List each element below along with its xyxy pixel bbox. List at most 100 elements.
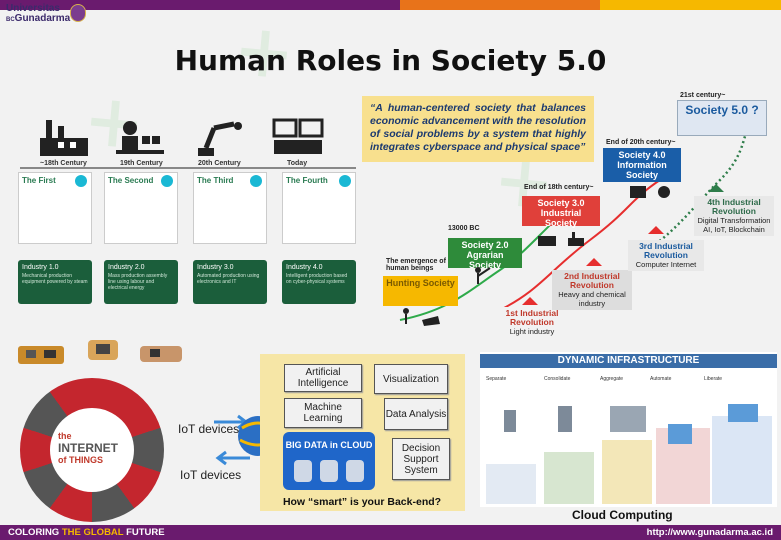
iot-text-line2: INTERNET [58,441,118,455]
era-card-heading: The Fourth [286,176,328,185]
database-icons [294,460,364,482]
society-quote: “A human-centered society that balances … [362,96,594,162]
era-card: The Second [104,172,178,244]
page-title: Human Roles in Society 5.0 [174,44,607,77]
revolution-sub: Heavy and chemical industry [558,290,626,308]
iot-ring-center [50,408,134,492]
era-card-heading: The First [22,176,56,185]
footer-tagline-c: FUTURE [126,527,165,538]
iot-devices-label: IoT devices [178,422,240,436]
revolution-title: 3rd Industrial Revolution [639,241,693,260]
society-4-box: Society 4.0 Information Society [603,148,681,182]
infra-column: Liberate [704,376,723,382]
revolution-2: 2nd Industrial Revolution Heavy and chem… [552,270,632,310]
footer-tagline: COLORING THE GLOBAL FUTURE [8,527,165,538]
era-badge-icon [161,175,173,187]
era-label: ~18th Century [40,160,87,167]
revolution-title: 2nd Industrial Revolution [564,271,620,290]
c20-label: End of 20th century~ [606,139,676,146]
circuit-board-icon [18,346,64,364]
society-1-box: Hunting Society [383,276,458,306]
cloud-computing-caption: Cloud Computing [572,508,673,522]
hand-device-icon [88,340,118,360]
iot-text-line1: the [58,431,72,441]
era-label: Today [287,160,308,167]
era-badge-icon [339,175,351,187]
iot-devices-label: IoT devices [180,468,242,482]
c21-label: 21st century~ [680,92,726,99]
footer-url[interactable]: http://www.gunadarma.ac.id [646,527,773,538]
era-label: 19th Century [120,160,163,167]
infra-column: Separate [486,376,507,382]
industry-card: Industry 1.0 Mechanical production equip… [18,260,92,304]
bc-label: 13000 BC [448,225,480,232]
iot-text-line3: of THINGS [58,455,103,465]
footer-bar [0,525,781,540]
emergence-label: The emergence of human beings [386,258,446,272]
revolution-title: 1st Industrial Revolution [505,308,559,327]
logo-name: Gunadarma [14,13,71,24]
hunter-icon [403,308,440,326]
crest-icon [70,4,86,22]
revolution-sub: Light industry [509,327,555,336]
revolution-sub: Digital Transformation AI, IoT, Blockcha… [697,216,771,234]
university-logo: Universitas BCGunadarma [6,3,86,25]
smart-factory-icon [272,118,324,154]
footer-tagline-a: COLORING [8,527,62,538]
infra-column: Consolidate [544,376,571,382]
industry-card-title: Industry 1.0 [22,264,59,271]
era-card-heading: The Third [197,176,234,185]
industry-card: Industry 4.0 Intelligent production base… [282,260,356,304]
era-card: The Third [193,172,267,244]
revolution-4: 4th Industrial Revolution Digital Transf… [694,196,774,236]
bigdata-cloud-label: BIG DATA in CLOUD [285,440,373,450]
era-badge-icon [250,175,262,187]
visualization-box: Visualization [374,364,448,394]
ml-box: Machine Learning [284,398,362,428]
era-divider [20,167,356,169]
era-label: 20th Century [198,160,241,167]
infra-column: Automate [650,376,672,382]
era-card-heading: The Second [108,176,154,185]
revolution-title: 4th Industrial Revolution [707,197,761,216]
dss-box: Decision Support System [392,438,450,480]
top-color-bar [0,0,781,10]
industry-card-title: Industry 2.0 [108,264,145,271]
logo-line2: BCGunadarma [6,14,70,25]
society-3-box: Society 3.0 Industrial Society [522,196,600,228]
industry-card-desc: Mechanical production equipment powered … [22,273,88,285]
revolution-3: 3rd Industrial Revolution Computer Inter… [628,240,704,271]
train-factory-icon [538,232,584,246]
bigdata-caption: How “smart” is your Back-end? [282,496,442,508]
infra-column: Aggregate [600,376,624,382]
industry-card-desc: Intelligent production based on cyber-ph… [286,273,348,285]
infra-diagram [486,404,772,504]
industry-card-title: Industry 4.0 [286,264,323,271]
era-badge-icon [75,175,87,187]
revolution-sub: Computer Internet [635,260,697,269]
sensor-hand-icon [140,346,182,362]
industry-card-title: Industry 3.0 [197,264,234,271]
industry-card-desc: Automated production using electronics a… [197,273,260,285]
logo-line1: Universitas [6,3,60,14]
industry-card: Industry 3.0 Automated production using … [193,260,267,304]
society-5-box: Society 5.0 ? [677,100,767,136]
robot-arm-icon [198,121,242,156]
era-card: The First [18,172,92,244]
infra-title: DYNAMIC INFRASTRUCTURE [480,354,777,368]
ai-box: Artificial Intelligence [284,364,362,392]
data-analysis-box: Data Analysis [384,398,448,430]
computer-robot-icon [630,186,670,198]
era-card: The Fourth [282,172,356,244]
industry-card: Industry 2.0 Mass production assembly li… [104,260,178,304]
logo-prefix: BC [6,17,15,23]
iot-logo-text: the INTERNET of THINGS [58,430,128,466]
footer-tagline-b: THE GLOBAL [61,527,127,538]
industry-card-desc: Mass production assembly line using labo… [108,273,168,291]
society-2-box: Society 2.0 Agrarian Society [448,238,522,270]
c18-label: End of 18th century~ [524,184,594,191]
worker-assembly-icon [116,121,164,154]
revolution-1: 1st Industrial Revolution Light industry [492,307,572,338]
factory-icon [40,120,88,156]
farmer-icon [475,267,491,284]
